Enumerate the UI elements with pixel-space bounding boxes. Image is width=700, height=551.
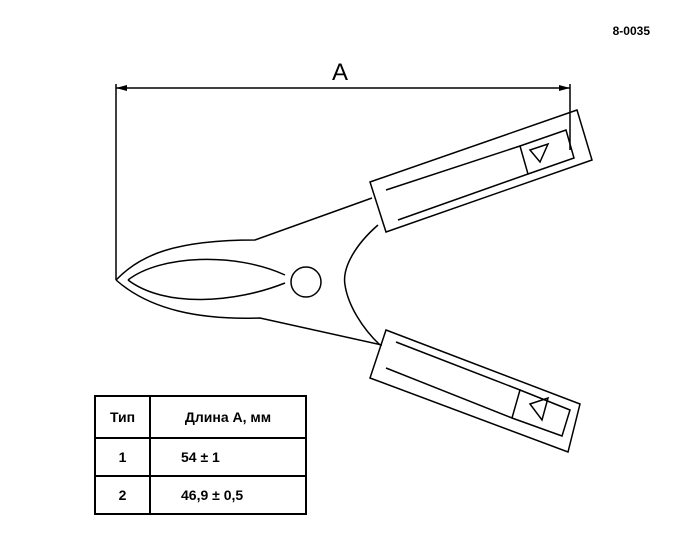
lower-handle	[369, 329, 581, 453]
table-row: 2 46,9 ± 0,5	[94, 475, 307, 515]
table-row: 1 54 ± 1	[94, 437, 307, 477]
table-header-row: Тип Длина А, мм	[94, 395, 307, 439]
cell-length: 54 ± 1	[149, 437, 307, 477]
header-type: Тип	[94, 395, 151, 439]
header-length: Длина А, мм	[149, 395, 307, 439]
spec-table: Тип Длина А, мм 1 54 ± 1 2 46,9 ± 0,5	[94, 395, 307, 515]
clip-body	[115, 197, 383, 346]
cell-type: 2	[94, 475, 151, 515]
cell-type: 1	[94, 437, 151, 477]
drawing-code: 8-0035	[612, 24, 650, 38]
dimension-label: A	[332, 59, 348, 86]
dimension-a: A	[115, 59, 571, 280]
cell-length: 46,9 ± 0,5	[149, 475, 307, 515]
upper-handle	[369, 109, 593, 233]
